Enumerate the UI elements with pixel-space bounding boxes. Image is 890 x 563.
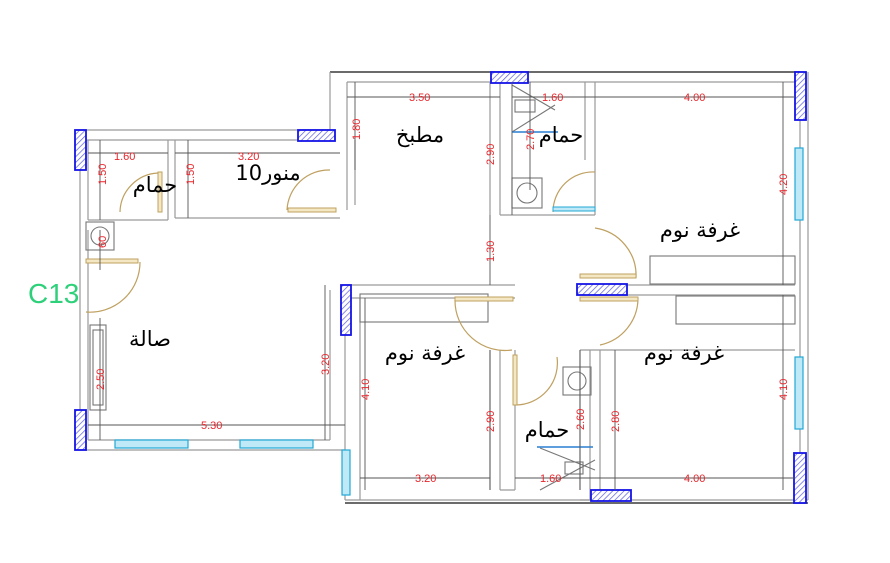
dim-bedroom-tr-width: 4.00 <box>684 92 705 104</box>
room-label-bath-left: حمام <box>133 173 178 197</box>
plan-code-label: C13 <box>28 278 79 309</box>
room-label-bedroom-bottom-right: غرفة نوم <box>644 341 724 365</box>
windows <box>114 147 804 496</box>
wardrobe-top-right <box>649 255 796 285</box>
dim-salon-width: 5.30 <box>201 420 222 432</box>
dim-lightwell-height: 1.50 <box>185 164 197 185</box>
window <box>114 439 189 449</box>
doors <box>85 169 639 406</box>
dim-bath-top-height: 2.70 <box>525 129 537 150</box>
column <box>490 71 529 84</box>
dim-salon-left-height: 2.50 <box>95 369 107 390</box>
room-label-kitchen: مطبخ <box>396 123 444 147</box>
columns <box>74 71 807 504</box>
column <box>297 129 336 142</box>
dim-bedroom-c-right-height: 2.90 <box>485 411 497 432</box>
dim-bath-bottom-height: 2.60 <box>575 409 587 430</box>
wardrobe-center <box>359 293 489 323</box>
column <box>576 283 628 296</box>
basin-bottom-bath <box>562 366 592 396</box>
dim-corridor-height: 2.90 <box>485 144 497 165</box>
dim-kitchen-width: 3.50 <box>409 92 430 104</box>
room-label-bath-top: حمام <box>539 123 584 147</box>
column <box>794 71 807 121</box>
dimension-labels: 1.60 1.50 60 3.20 1.50 3.50 1.80 2.90 1.… <box>95 92 790 485</box>
window <box>239 439 314 449</box>
shower-top <box>511 84 556 133</box>
dim-bedroom-c-width: 3.20 <box>415 473 436 485</box>
column <box>793 452 807 504</box>
dim-bath-bottom-width: 1.60 <box>540 473 561 485</box>
dim-kitchen-height: 1.80 <box>351 119 363 140</box>
dim-lightwell-width: 3.20 <box>238 151 259 163</box>
dim-bedroom-c-height: 4.10 <box>360 379 372 400</box>
fixtures <box>85 84 796 491</box>
dim-salon-right-height: 3.20 <box>320 354 332 375</box>
dim-bath-top-width: 1.60 <box>542 92 563 104</box>
dim-bedroom-br-left-height: 2.80 <box>610 411 622 432</box>
dim-bath-left-width: 1.60 <box>114 151 135 163</box>
dimension-lines <box>88 82 795 490</box>
room-label-lightwell: منور10 <box>235 161 300 185</box>
dim-bath-left-height: 1.50 <box>97 164 109 185</box>
dim-bedroom-br-width: 4.00 <box>684 473 705 485</box>
dim-corridor-gap: 1.30 <box>485 241 497 262</box>
column <box>590 489 632 502</box>
dim-bath-left-basin: 60 <box>97 236 109 248</box>
column <box>74 409 87 451</box>
room-label-bath-bottom: حمام <box>525 418 570 442</box>
room-label-bedroom-center: غرفة نوم <box>385 341 465 365</box>
column <box>74 129 87 171</box>
room-label-salon: صالة <box>129 327 171 351</box>
sofa-salon <box>92 329 104 406</box>
shower-bottom <box>539 447 596 491</box>
room-label-bedroom-top-right: غرفة نوم <box>660 218 740 242</box>
wardrobe-bottom-right <box>675 295 796 325</box>
window <box>794 356 804 430</box>
window <box>794 147 804 221</box>
window <box>341 449 351 496</box>
room-labels: حمام منور10 مطبخ حمام غرفة نوم صالة غرفة… <box>28 123 740 442</box>
column <box>340 284 352 336</box>
dim-bedroom-br-height: 4.10 <box>778 379 790 400</box>
dim-bedroom-tr-height: 4.20 <box>778 174 790 195</box>
